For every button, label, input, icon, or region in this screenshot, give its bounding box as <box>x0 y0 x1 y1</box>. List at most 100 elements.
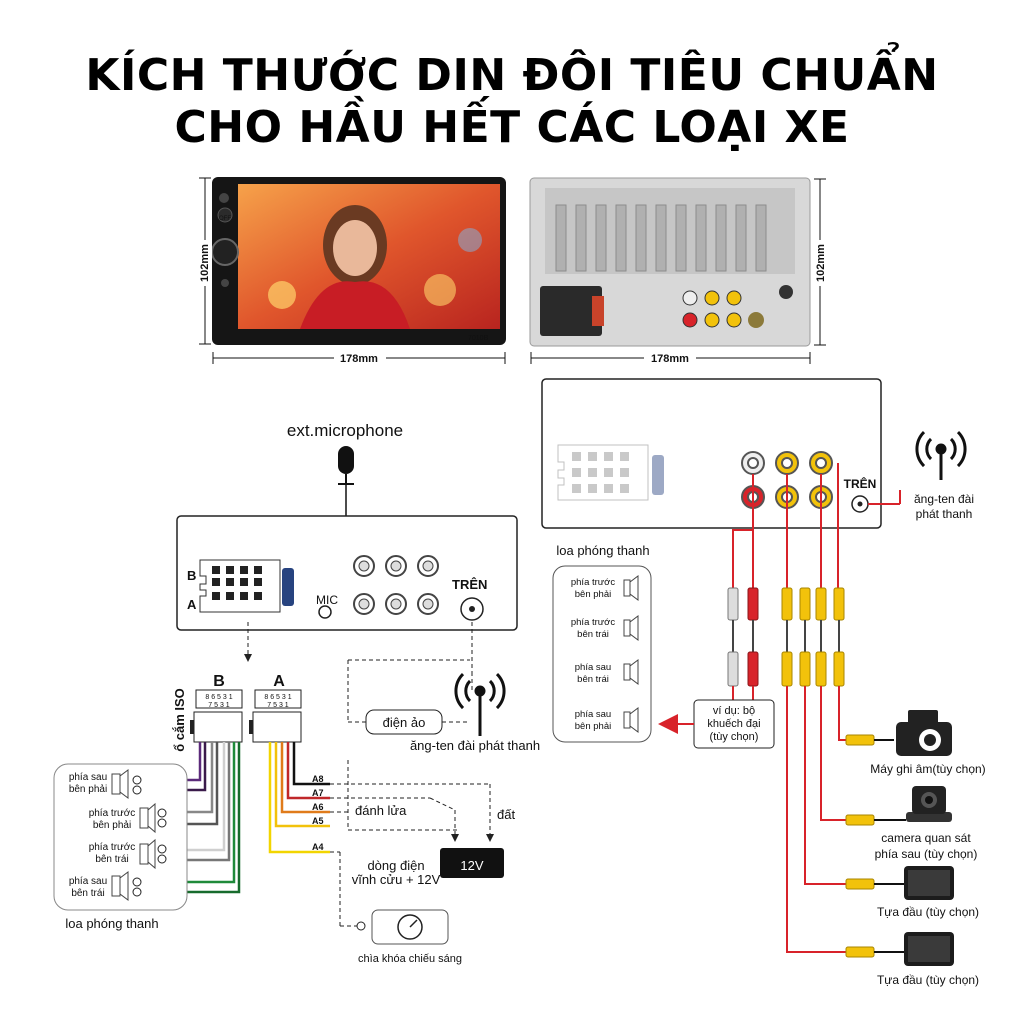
rca-cables <box>732 463 839 600</box>
model-label: 7010B <box>468 335 489 342</box>
dashcam-label: Máy ghi âm(tùy chọn) <box>870 762 985 776</box>
plug-b-pins-bottom: 7 5 3 1 <box>208 702 230 709</box>
svg-text:bên phải: bên phải <box>69 784 107 795</box>
connector-b-label: B <box>187 568 196 583</box>
front-width-label: 178mm <box>340 353 378 365</box>
volume-knob-icon <box>211 238 239 266</box>
power-dashed-links <box>330 760 494 927</box>
speaker-right-4: phía sau bên phải <box>575 707 639 733</box>
svg-text:phía sau: phía sau <box>575 709 611 720</box>
back-width-label: 178mm <box>651 353 689 365</box>
rca-plugs-lower <box>727 651 845 687</box>
plug-b-label: B <box>213 673 225 690</box>
svg-text:phía sau: phía sau <box>69 876 107 887</box>
svg-text:phía sau: phía sau <box>69 772 107 783</box>
radio-antenna-icon-right <box>915 430 967 480</box>
ground-label: đất <box>497 807 515 822</box>
front-height-label: 102mm <box>199 244 211 282</box>
wire-label-a7: A7 <box>312 788 324 798</box>
plug-a-pins-bottom: 7 5 3 1 <box>267 702 289 709</box>
rca-jacks-left <box>353 555 439 615</box>
svg-text:bên phải: bên phải <box>575 721 611 732</box>
page-title-line-2: CHO HẦU HẾT CÁC LOẠI XE <box>174 102 850 153</box>
svg-text:phía sau: phía sau <box>575 662 611 673</box>
wire-label-a5: A5 <box>312 816 324 826</box>
back-height-label: 102mm <box>815 244 827 282</box>
power-wires-left <box>268 742 330 854</box>
speaker-right-2: phía trước bên trái <box>571 615 639 641</box>
rear-camera-label-1: camera quan sát <box>881 831 971 845</box>
amp-label-1: ví dụ: bộ <box>713 705 755 717</box>
rear-camera-label-2: phía sau (tùy chọn) <box>875 847 978 861</box>
rear-camera-device <box>845 786 952 826</box>
iso-plug-b <box>190 689 243 743</box>
front-unit-photo: OFF 7010B <box>211 177 506 345</box>
iso-socket-label: ổ cắm ISO <box>172 688 187 752</box>
svg-text:bên phải: bên phải <box>575 589 611 600</box>
dashcam-device <box>845 710 952 756</box>
radio-antenna-icon-left <box>454 672 506 736</box>
headrest-monitor-2 <box>845 932 954 966</box>
iso-socket <box>540 286 602 336</box>
antenna-port-label-left: TRÊN <box>452 577 487 592</box>
rca-plugs-upper <box>727 587 845 621</box>
wire-label-a4: A4 <box>312 842 324 852</box>
antenna-label-right-1: ăng-ten đài <box>914 492 974 506</box>
svg-text:bên trái: bên trái <box>71 888 104 899</box>
svg-text:bên trái: bên trái <box>577 629 609 640</box>
svg-text:phía trước: phía trước <box>89 842 136 853</box>
svg-text:bên phải: bên phải <box>93 820 131 831</box>
iso-connector-left <box>199 559 294 613</box>
battery-icon <box>440 848 504 878</box>
battery-label: 12V <box>460 858 483 873</box>
antenna-label-right-2: phát thanh <box>916 507 973 521</box>
speaker-right-1: phía trước bên phải <box>571 575 639 601</box>
ext-microphone-label: ext.microphone <box>287 421 403 440</box>
virtual-power-label: điện ảo <box>383 715 426 730</box>
headrest-label-2: Tựa đầu (tùy chọn) <box>877 973 979 987</box>
svg-text:phía trước: phía trước <box>571 577 616 588</box>
mic-port-label: MIC <box>316 593 338 607</box>
rca-output-cables <box>732 686 846 953</box>
amp-label-3: (tùy chọn) <box>710 731 759 743</box>
back-unit-photo <box>529 177 811 347</box>
plug-a-label: A <box>273 673 285 690</box>
speaker-left-3: phía trước bên trái <box>89 838 167 870</box>
amp-label-2: khuếch đại <box>707 718 760 730</box>
connector-dot <box>356 921 366 931</box>
microphone-icon <box>338 446 354 485</box>
wire-label-a6: A6 <box>312 802 324 812</box>
mic-jack-icon <box>318 605 332 619</box>
speakers-group-left <box>53 763 188 911</box>
svg-text:bên trái: bên trái <box>577 674 609 685</box>
headrest-label-1: Tựa đầu (tùy chọn) <box>877 905 979 919</box>
antenna-label-left: ăng-ten đài phát thanh <box>410 738 540 753</box>
svg-text:phía trước: phía trước <box>571 617 616 628</box>
wire-label-a8: A8 <box>312 774 324 784</box>
wire-labels: A8 A7 A6 A5 A4 <box>312 774 324 852</box>
iso-connector-right <box>557 444 664 501</box>
page-title-line-1: KÍCH THƯỚC DIN ĐÔI TIÊU CHUẨN <box>85 50 939 101</box>
off-button-label: OFF <box>219 216 231 222</box>
speakers-title-right: loa phóng thanh <box>556 543 649 558</box>
plug-a-pins-top: 8 6 5 3 1 <box>264 694 291 701</box>
speaker-left-4: phía sau bên trái <box>69 871 142 901</box>
ignition-label: đánh lửa <box>355 803 407 818</box>
headrest-monitor-1 <box>845 866 954 900</box>
speaker-left-1: phía sau bên phải <box>69 769 142 799</box>
speakers-title-left: loa phóng thanh <box>65 916 158 931</box>
connector-a-label: A <box>187 597 197 612</box>
svg-text:bên trái: bên trái <box>95 854 128 865</box>
rca-gaps <box>732 620 840 652</box>
antenna-port-label-right: TRÊN <box>844 476 877 491</box>
constant-power-label-2: vĩnh cửu + 12V <box>352 872 441 887</box>
plug-b-pins-top: 8 6 5 3 1 <box>205 694 232 701</box>
speaker-left-2: phía trước bên phải <box>89 802 167 834</box>
speakers-group-right <box>552 565 652 743</box>
illumination-label: chìa khóa chiếu sáng <box>358 953 462 965</box>
svg-text:phía trước: phía trước <box>89 808 136 819</box>
speaker-right-3: phía sau bên trái <box>575 659 639 685</box>
iso-plug-a <box>249 689 302 743</box>
constant-power-label: dòng điện <box>367 858 424 873</box>
